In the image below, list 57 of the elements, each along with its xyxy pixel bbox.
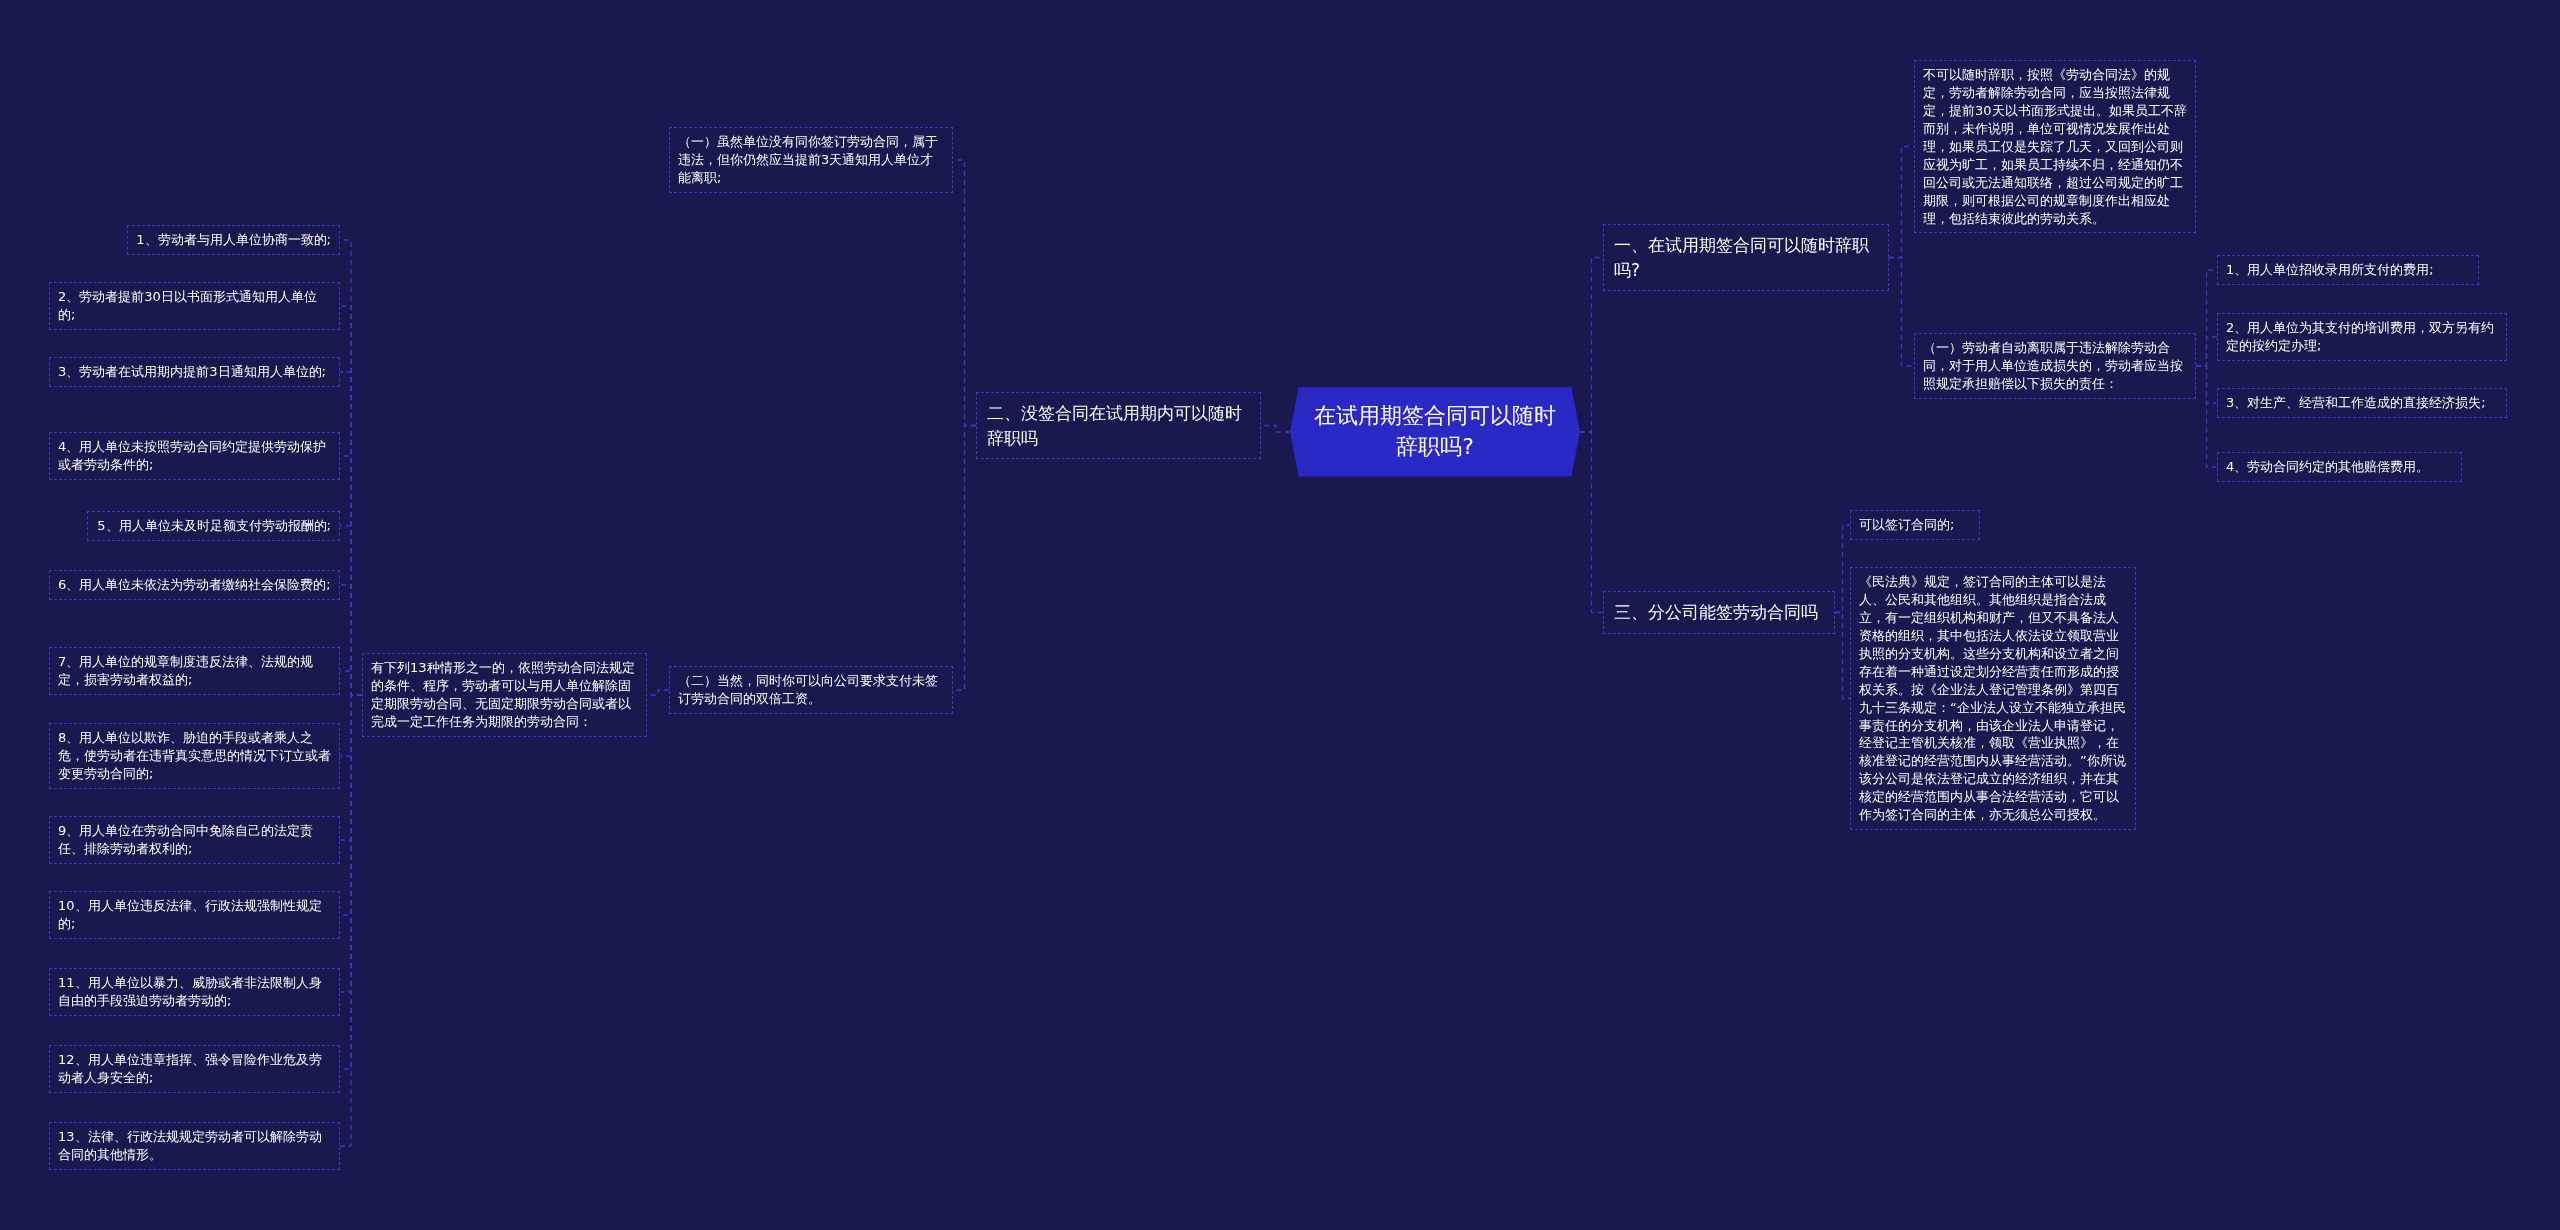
node-text: 不可以随时辞职，按照《劳动合同法》的规定，劳动者解除劳动合同，应当按照法律规定，提前30天以书面形式提出。如果员工不辞而别，未作说明，单位可视情况发展作出处理，如果员工仅是失踪了几天，又回到公司则应视为旷工，如果员工持续不归，经通知仍不回公司或无法通知联络，超过公司规定的旷工期限，则可根据公司的规章制度作出相应处理，包括结束彼此的劳动关系。 <box>1923 66 2187 228</box>
node-text: 4、用人单位未按照劳动合同约定提供劳动保护或者劳动条件的; <box>58 438 328 474</box>
node-text: （一）虽然单位没有同你签订劳动合同，属于违法，但你仍然应当提前3天通知用人单位才能离职; <box>678 133 939 187</box>
note-box <box>127 225 340 255</box>
note-box <box>49 1045 340 1093</box>
note-box <box>49 1122 340 1170</box>
note-box <box>2217 452 2462 482</box>
note-box <box>49 891 340 939</box>
note-box <box>49 570 340 600</box>
note-box <box>49 647 340 695</box>
node-text: 8、用人单位以欺诈、胁迫的手段或者乘人之危，使劳动者在违背真实意思的情况下订立或者变更劳动合同的; <box>58 729 331 783</box>
note-box <box>1914 333 2196 399</box>
node-text: 12、用人单位违章指挥、强令冒险作业危及劳动者人身安全的; <box>58 1051 323 1087</box>
topic-box <box>976 392 1261 460</box>
node-text: 二、没签合同在试用期内可以随时辞职吗 <box>987 402 1243 450</box>
node-text: 《民法典》规定，签订合同的主体可以是法人、公民和其他组织。其他组织是指合法成立，有一定组织机构和财产，但又不具备法人资格的组织，其中包括法人依法设立领取营业执照的分支机构。这些分支机构和设立者之间存在着一种通过设定划分经营责任而形成的授权关系。按《企业法人登记管理条例》第四百九十三条规定：“企业法人设立不能独立承担民事责任的分支机构，由该企业法人申请登记，经登记主管机关核准，领取《营业执照》，在核准登记的经营范围内从事经营活动。”你所说该分公司是依法登记成立的经济组织，并在其核定的经营范围内从事合法经营活动，它可以作为签订合同的主体，亦无须总公司授权。 <box>1859 573 2127 825</box>
note-box <box>669 127 953 193</box>
node-text: 1、用人单位招收录用所支付的费用; <box>2226 261 2435 279</box>
node-text: 11、用人单位以暴力、威胁或者非法限制人身自由的手段强迫劳动者劳动的; <box>58 974 323 1010</box>
node-text: 6、用人单位未依法为劳动者缴纳社会保险费的; <box>58 576 331 594</box>
note-box <box>2217 388 2507 418</box>
node-text: 2、劳动者提前30日以书面形式通知用人单位的; <box>58 288 318 324</box>
note-box <box>669 666 953 714</box>
node-text: 3、劳动者在试用期内提前3日通知用人单位的; <box>58 363 327 381</box>
node-text: 10、用人单位违反法律、行政法规强制性规定的; <box>58 897 323 933</box>
note-box <box>49 816 340 864</box>
node-text: 1、劳动者与用人单位协商一致的; <box>136 231 331 249</box>
node-text: 5、用人单位未及时足额支付劳动报酬的; <box>96 517 331 535</box>
node-text: 3、对生产、经营和工作造成的直接经济损失; <box>2226 394 2487 412</box>
node-text: 2、用人单位为其支付的培训费用，双方另有约定的按约定办理; <box>2226 319 2496 355</box>
topic-box <box>1603 224 1889 292</box>
connector-line <box>1834 611 1851 700</box>
note-box <box>49 282 340 330</box>
note-box <box>2217 313 2507 361</box>
note-box <box>362 653 647 737</box>
node-text: 4、劳动合同约定的其他赔偿费用。 <box>2226 458 2431 476</box>
note-box <box>87 511 340 541</box>
note-box <box>49 432 340 480</box>
connector-line <box>2195 365 2218 468</box>
topic-box <box>1603 591 1835 634</box>
node-text: 13、法律、行政法规规定劳动者可以解除劳动合同的其他情形。 <box>58 1128 323 1164</box>
node-text: 三、分公司能签劳动合同吗 <box>1614 601 1819 624</box>
note-box <box>2217 255 2479 285</box>
node-text: 在试用期签合同可以随时辞职吗? <box>1313 402 1557 461</box>
node-text: 一、在试用期签合同可以随时辞职吗? <box>1614 234 1870 282</box>
node-text: 有下列13种情形之一的，依照劳动合同法规定的条件、程序，劳动者可以与用人单位解除固定期限劳动合同、无固定期限劳动合同或者以完成一定工作任务为期限的劳动合同： <box>371 659 636 731</box>
node-text: 7、用人单位的规章制度违反法律、法规的规定，损害劳动者权益的; <box>58 653 315 689</box>
connector-line <box>1579 431 1604 614</box>
node-text: （一）劳动者自动离职属于违法解除劳动合同，对于用人单位造成损失的，劳动者应当按照规定承担赔偿以下损失的责任： <box>1923 339 2184 393</box>
note-box <box>1850 510 1980 540</box>
node-text: 9、用人单位在劳动合同中免除自己的法定责任、排除劳动者权利的; <box>58 822 315 858</box>
note-box <box>49 357 340 387</box>
note-box <box>49 723 340 789</box>
note-box <box>49 968 340 1016</box>
node-text: 可以签订合同的; <box>1859 516 1956 534</box>
node-text: （二）当然，同时你可以向公司要求支付未签订劳动合同的双倍工资。 <box>678 672 939 708</box>
connector-line <box>1888 256 1915 367</box>
